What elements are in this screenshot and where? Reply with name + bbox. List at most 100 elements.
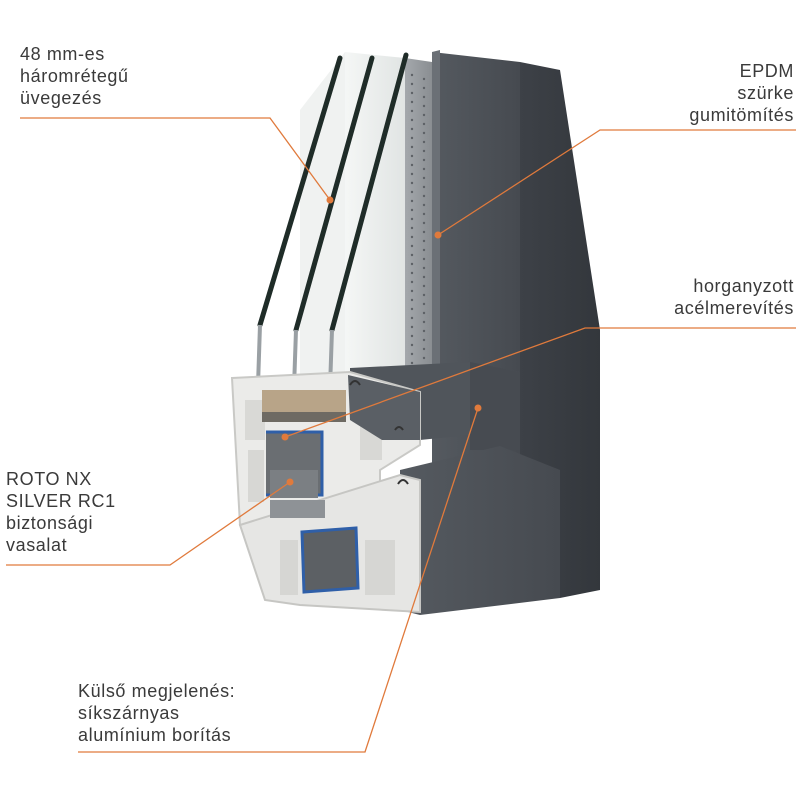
gasket-dot: [410, 100, 414, 104]
gasket-dot: [422, 77, 426, 81]
gasket-dot: [410, 109, 414, 113]
callout-dot-roto: [286, 478, 294, 486]
gasket-dot: [410, 154, 414, 158]
callout-dot-epdm: [434, 231, 442, 239]
gasket-dot: [410, 172, 414, 176]
gasket-dot: [422, 329, 426, 333]
pvc-profile-section: [230, 370, 421, 614]
callout-roto: ROTO NX SILVER RC1 biztonsági vasalat: [6, 468, 116, 556]
gasket-dot: [422, 86, 426, 90]
gasket-dot: [410, 361, 414, 365]
gasket-dot: [422, 113, 426, 117]
callout-dots: [281, 196, 482, 486]
epdm-gasket-strip: [405, 58, 432, 385]
frame-cladding-lower: [400, 446, 560, 615]
gasket-dot: [410, 262, 414, 266]
gasket-dots: [410, 73, 426, 369]
callout-epdm-line: EPDM: [739, 61, 794, 81]
callout-exterior-line: síkszárnyas: [78, 703, 180, 723]
leader-glazing: [20, 117, 331, 201]
gasket-dot: [410, 298, 414, 302]
gasket-dot: [410, 73, 414, 77]
gasket-dot: [410, 280, 414, 284]
callout-roto-line: SILVER RC1: [6, 491, 116, 511]
callout-glazing-line: üvegezés: [20, 88, 102, 108]
sash-cladding-vertical: [470, 362, 520, 450]
gasket-dot: [410, 343, 414, 347]
callout-roto-line: biztonsági: [6, 513, 94, 533]
hardware-channel: [270, 470, 318, 498]
gasket-dot: [410, 208, 414, 212]
glass-pane-edge-1: [257, 55, 343, 328]
gasket-dot: [422, 122, 426, 126]
gasket-dot: [410, 91, 414, 95]
gasket-dot: [422, 221, 426, 225]
gasket-dot: [422, 239, 426, 243]
gasket-dot: [422, 248, 426, 252]
gasket-dot: [422, 320, 426, 324]
gasket-dot: [422, 212, 426, 216]
gasket-dot: [422, 158, 426, 162]
leader-steel: [284, 327, 796, 438]
gasket-dot: [410, 163, 414, 167]
callout-dot-exterior: [474, 404, 482, 412]
triple-glazing: [255, 52, 409, 395]
gasket-detail: [397, 479, 409, 485]
hardware-slot: [270, 500, 325, 518]
callout-leaders: [6, 117, 796, 753]
gasket-dot: [422, 311, 426, 315]
gasket-dot: [422, 167, 426, 171]
pvc-chamber: [280, 540, 298, 595]
gasket-detail: [349, 380, 361, 386]
glass-pane-back: [345, 52, 405, 385]
gasket-dot: [410, 271, 414, 275]
gasket-dot: [410, 127, 414, 131]
pvc-chamber: [248, 450, 264, 502]
gasket-dot: [422, 257, 426, 261]
gasket-dot: [422, 338, 426, 342]
pvc-chamber: [365, 540, 395, 595]
gasket-dot: [422, 284, 426, 288]
gasket-dot: [422, 185, 426, 189]
gasket-dot: [422, 149, 426, 153]
gasket-dot: [422, 293, 426, 297]
glass-pane-fill: [300, 52, 345, 395]
callout-epdm-line: gumitömítés: [689, 105, 794, 125]
leader-roto: [6, 481, 291, 566]
gasket-dot: [410, 325, 414, 329]
gasket-dot: [410, 352, 414, 356]
gasket-dot: [422, 203, 426, 207]
callout-steel-line: acélmerevítés: [674, 298, 794, 318]
glazing-spacer-base: [262, 390, 346, 412]
leader-epdm: [437, 129, 796, 236]
gasket-dot: [410, 190, 414, 194]
leader-exterior: [78, 407, 479, 753]
callout-exterior: Külső megjelenés: síkszárnyas alumínium …: [78, 680, 235, 746]
glazing-spacer-base-dark: [262, 412, 346, 422]
callout-steel-line: horganyzott: [693, 276, 794, 296]
callout-glazing-line: háromrétegű: [20, 66, 129, 86]
callout-glazing-line: 48 mm-es: [20, 44, 105, 64]
gasket-dot: [422, 302, 426, 306]
callout-epdm-line: szürke: [737, 83, 794, 103]
gasket-dot: [410, 199, 414, 203]
gasket-dot: [410, 82, 414, 86]
gasket-dot: [422, 194, 426, 198]
callout-exterior-line: Külső megjelenés:: [78, 681, 236, 701]
gasket-dot: [410, 145, 414, 149]
glass-pane-edge-3: [329, 52, 409, 333]
callout-exterior-line: alumínium borítás: [78, 725, 232, 745]
gasket-dot: [422, 176, 426, 180]
gasket-dot: [410, 316, 414, 320]
gasket-dot: [422, 104, 426, 108]
callout-roto-line: ROTO NX: [6, 469, 92, 489]
gasket-dot: [410, 307, 414, 311]
callout-steel: horganyzott acélmerevítés: [674, 275, 794, 319]
gasket-dot: [410, 118, 414, 122]
gasket-dot: [410, 235, 414, 239]
sash-inner-rail: [348, 375, 420, 440]
pvc-chamber: [245, 400, 265, 440]
gasket-dot: [422, 275, 426, 279]
gasket-dot: [410, 136, 414, 140]
